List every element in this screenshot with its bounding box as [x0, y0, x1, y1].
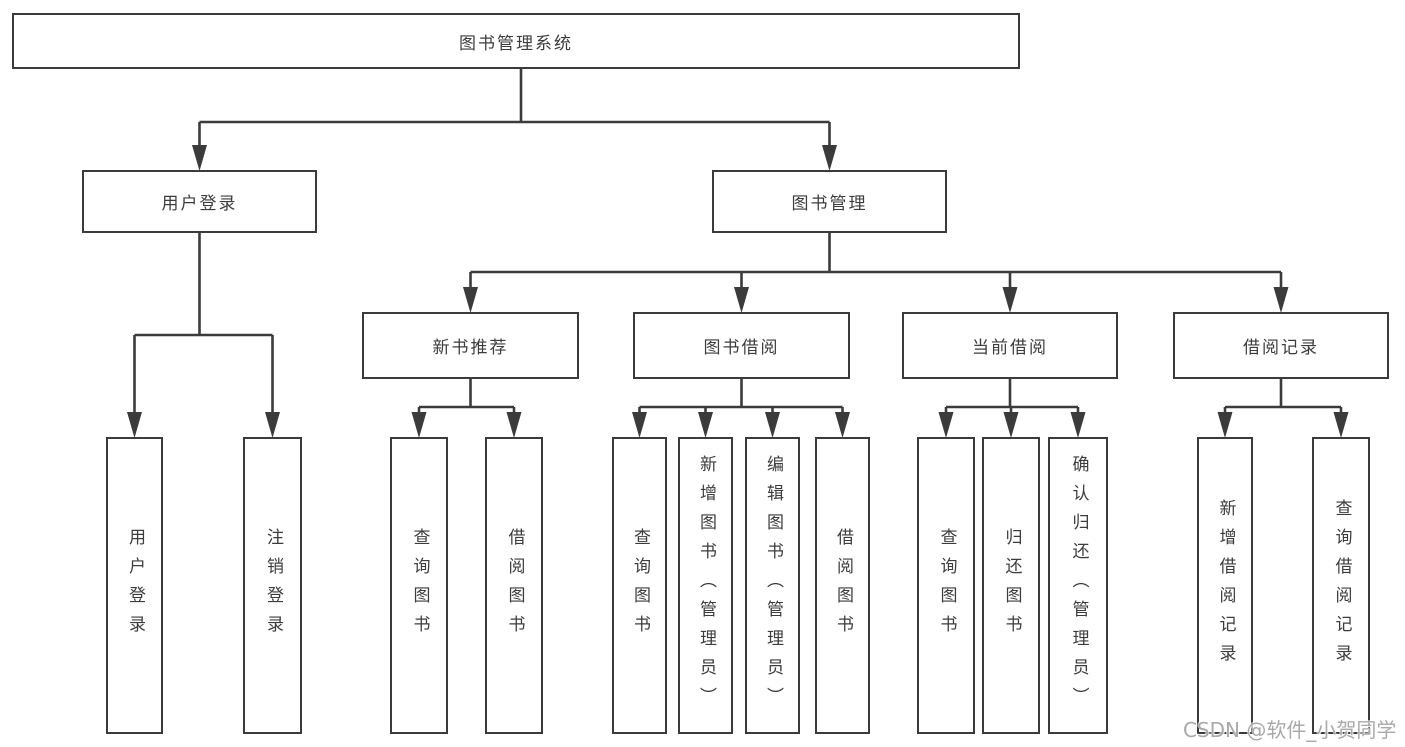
node-new-book-recommend-label: 新书推荐 — [432, 338, 509, 358]
node-book-management: 图书管理 — [712, 170, 947, 233]
leaf-borrowing-edit-books-admin-label: 编辑图书（管理员） — [763, 455, 783, 716]
leaf-logout-label: 注销登录 — [263, 527, 283, 644]
leaf-logout: 注销登录 — [243, 437, 302, 734]
leaf-recommend-query-books: 查询图书 — [390, 437, 448, 734]
watermark: CSDN @软件_小贺同学 — [1183, 718, 1397, 742]
leaf-current-confirm-return-admin-label: 确认归还（管理员） — [1068, 455, 1089, 716]
leaf-current-return-books-label: 归还图书 — [1001, 527, 1022, 644]
leaf-borrowing-add-books-admin-label: 新增图书（管理员） — [696, 455, 716, 716]
leaf-borrowing-borrow-books-label: 借阅图书 — [833, 527, 853, 644]
node-book-borrowing: 图书借阅 — [633, 312, 850, 379]
leaf-current-confirm-return-admin: 确认归还（管理员） — [1048, 437, 1108, 734]
node-new-book-recommend: 新书推荐 — [362, 312, 579, 379]
leaf-user-login: 用户登录 — [106, 437, 163, 734]
leaf-recommend-borrow-books-label: 借阅图书 — [504, 527, 525, 644]
leaf-borrowing-query-books-label: 查询图书 — [630, 527, 650, 644]
leaf-records-query-record: 查询借阅记录 — [1312, 437, 1370, 734]
leaf-borrowing-query-books: 查询图书 — [612, 437, 667, 734]
node-root: 图书管理系统 — [12, 13, 1020, 69]
leaf-borrowing-borrow-books: 借阅图书 — [815, 437, 870, 734]
leaf-user-login-label: 用户登录 — [125, 527, 145, 644]
leaf-records-add-record: 新增借阅记录 — [1197, 437, 1253, 734]
node-root-label: 图书管理系统 — [459, 33, 573, 54]
leaf-recommend-query-books-label: 查询图书 — [409, 527, 430, 644]
node-borrowing-records: 借阅记录 — [1173, 312, 1389, 379]
node-book-borrowing-label: 图书借阅 — [703, 338, 780, 358]
node-current-borrowing-label: 当前借阅 — [972, 338, 1048, 358]
node-book-management-label: 图书管理 — [791, 194, 868, 214]
leaf-current-query-books-label: 查询图书 — [936, 527, 957, 644]
leaf-records-query-record-label: 查询借阅记录 — [1331, 498, 1352, 673]
node-user-login-label: 用户登录 — [161, 194, 238, 214]
node-current-borrowing: 当前借阅 — [902, 312, 1118, 379]
leaf-borrowing-edit-books-admin: 编辑图书（管理员） — [745, 437, 800, 734]
leaf-recommend-borrow-books: 借阅图书 — [485, 437, 543, 734]
leaf-current-query-books: 查询图书 — [917, 437, 975, 734]
node-user-login: 用户登录 — [82, 170, 317, 233]
leaf-records-add-record-label: 新增借阅记录 — [1215, 498, 1236, 673]
leaf-borrowing-add-books-admin: 新增图书（管理员） — [678, 437, 733, 734]
node-borrowing-records-label: 借阅记录 — [1243, 338, 1319, 358]
leaf-current-return-books: 归还图书 — [982, 437, 1040, 734]
